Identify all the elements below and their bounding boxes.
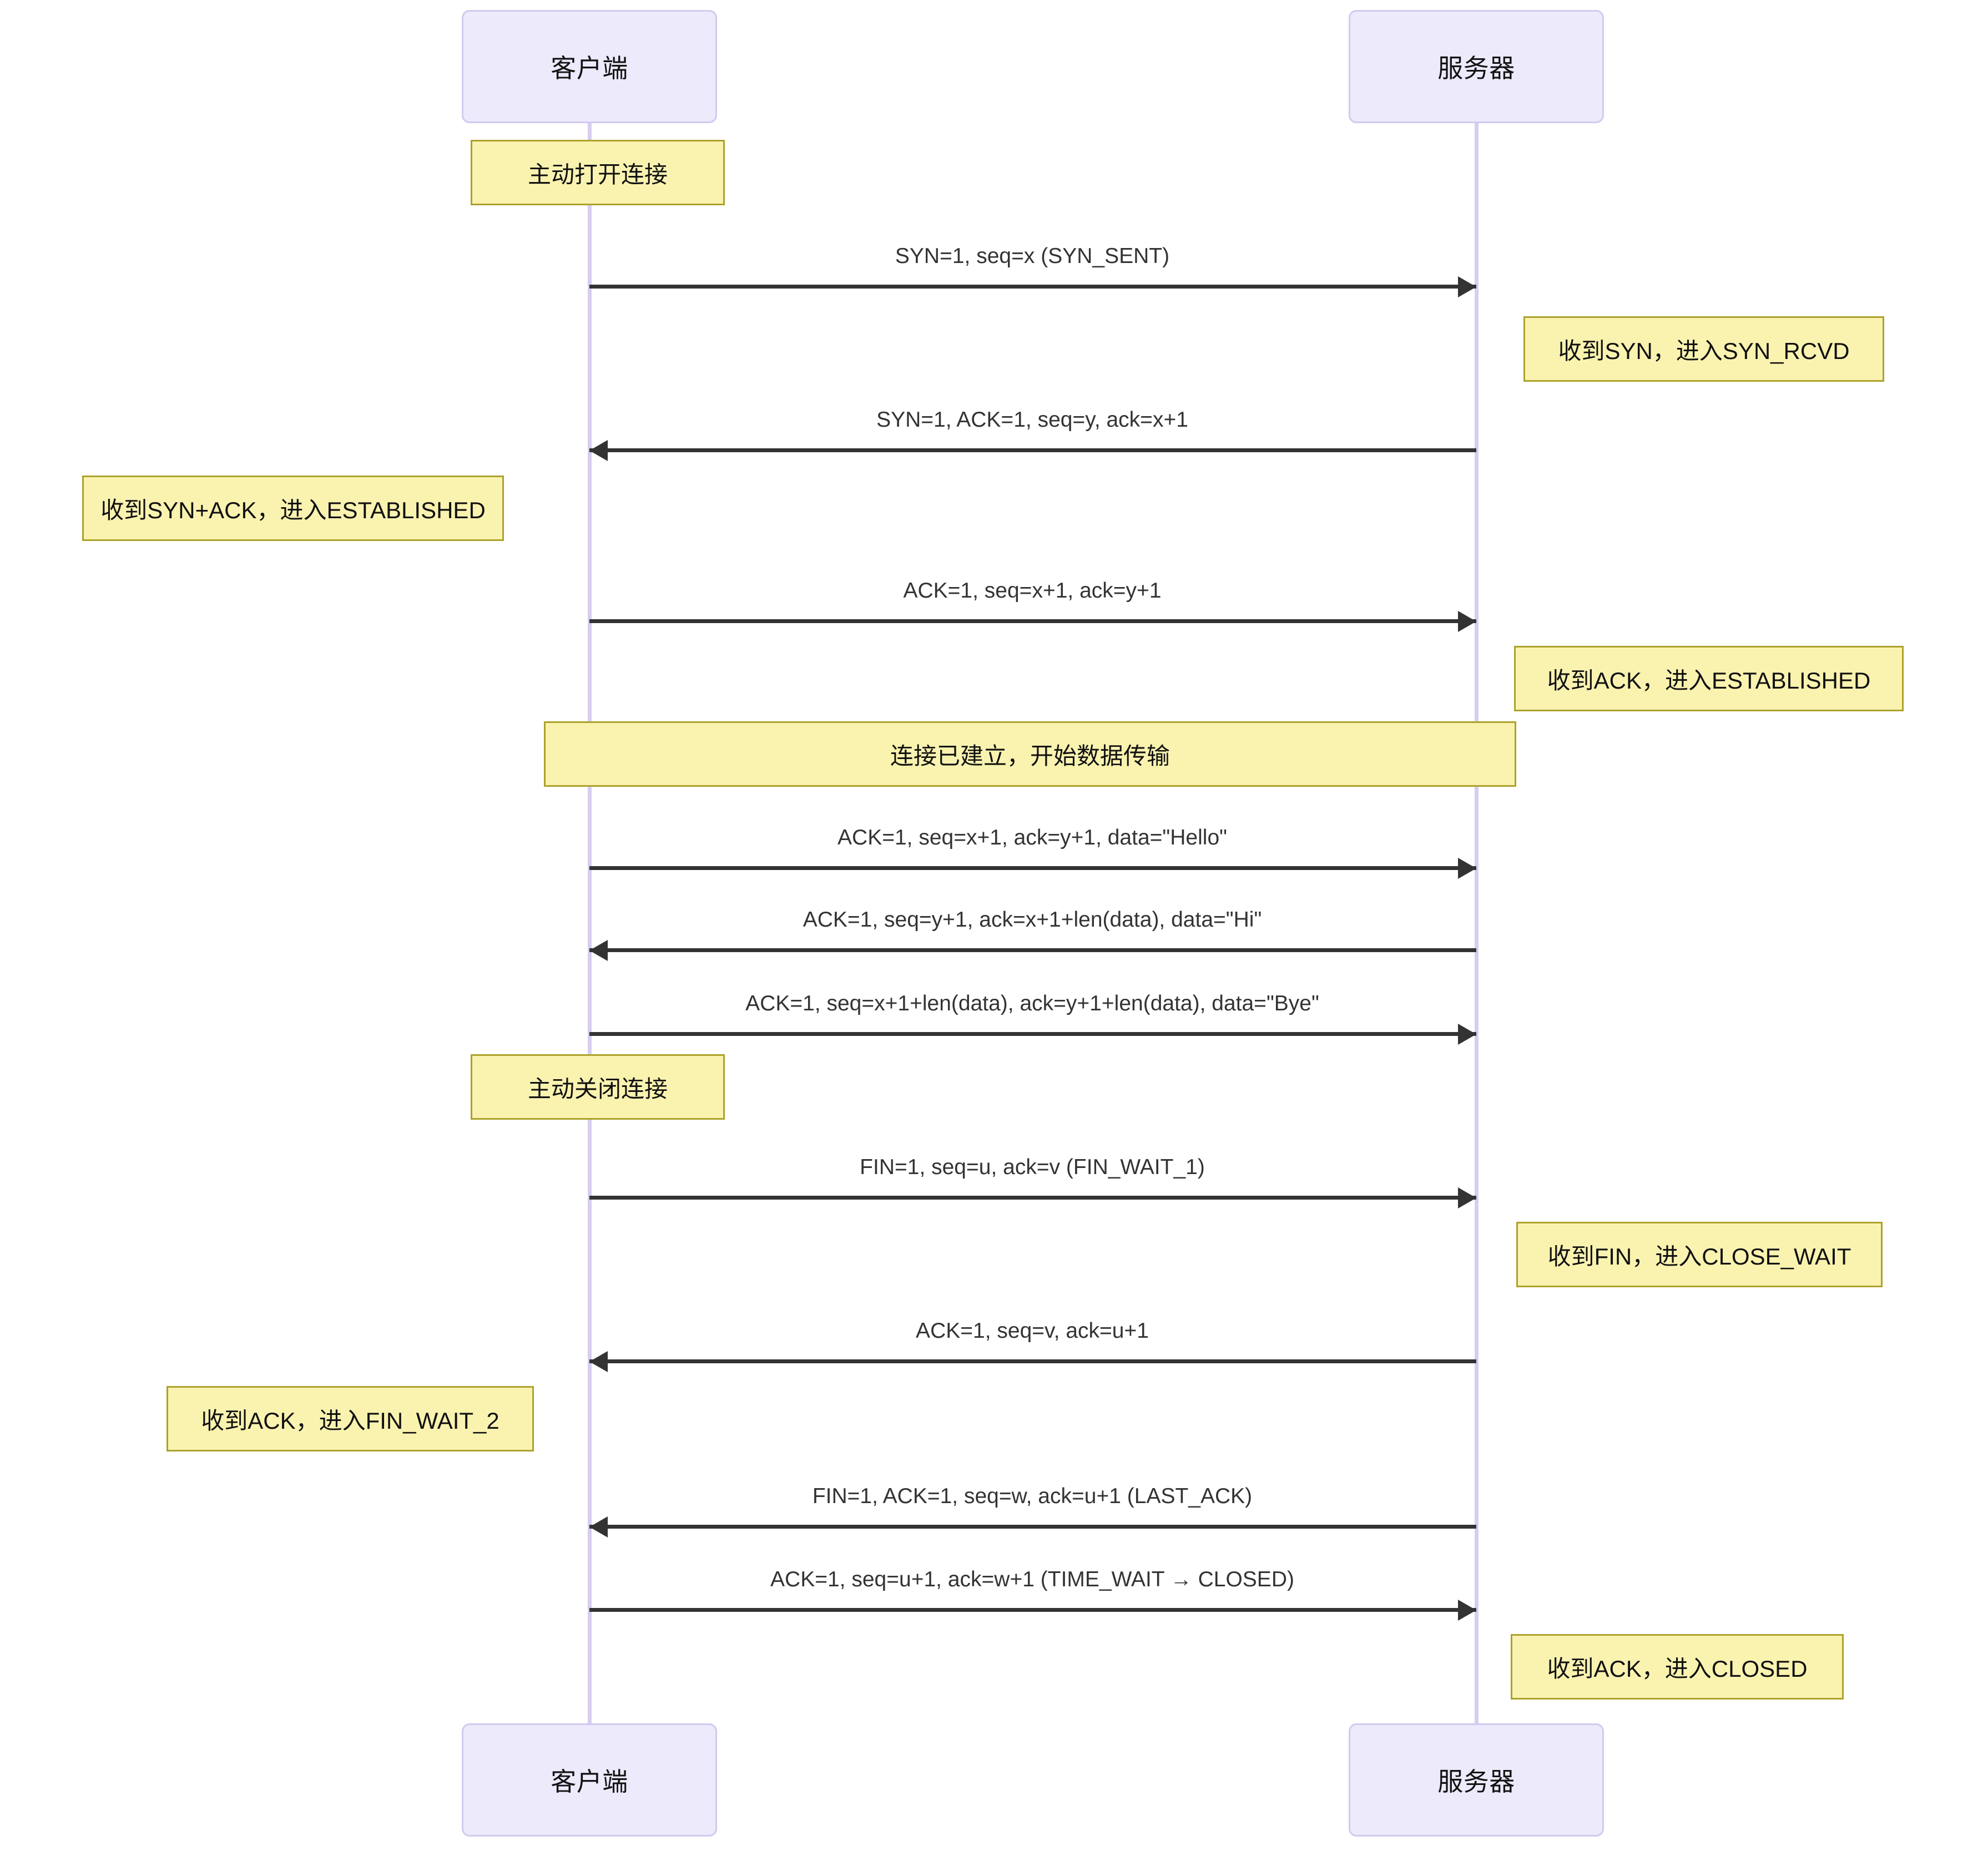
lifeline-client: [587, 123, 592, 1723]
message-label: ACK=1, seq=v, ack=u+1: [916, 1319, 1149, 1343]
note-box[interactable]: 收到FIN，进入CLOSE_WAIT: [1516, 1222, 1883, 1287]
note-label: 主动打开连接: [527, 161, 668, 188]
message-label: ACK=1, seq=y+1, ack=x+1+len(data), data=…: [803, 908, 1262, 932]
message-arrowhead-right-icon: [1458, 610, 1476, 632]
message-arrowhead-left-icon: [589, 939, 608, 961]
note-box[interactable]: 收到ACK，进入FIN_WAIT_2: [166, 1386, 534, 1452]
message-label: ACK=1, seq=x+1+len(data), ack=y+1+len(da…: [745, 992, 1319, 1015]
actor-box-client-top[interactable]: 客户端: [462, 10, 717, 123]
message-line: [589, 619, 1476, 623]
note-label: 收到SYN，进入SYN_RCVD: [1558, 337, 1850, 364]
note-box[interactable]: 收到ACK，进入ESTABLISHED: [1514, 646, 1904, 711]
note-label: 连接已建立，开始数据传输: [890, 742, 1170, 769]
actor-label-server-bottom: 服务器: [1437, 1767, 1515, 1796]
message-line: [589, 866, 1476, 870]
message-label: FIN=1, seq=u, ack=v (FIN_WAIT_1): [860, 1155, 1205, 1179]
note-label: 主动关闭连接: [527, 1075, 668, 1102]
actor-box-client-bottom[interactable]: 客户端: [462, 1723, 717, 1837]
note-label: 收到ACK，进入ESTABLISHED: [1547, 667, 1871, 694]
message-line: [589, 448, 1476, 452]
message-label: SYN=1, seq=x (SYN_SENT): [895, 244, 1170, 268]
message-arrowhead-left-icon: [589, 439, 608, 461]
message-label: ACK=1, seq=u+1, ack=w+1 (TIME_WAIT → CLO…: [770, 1567, 1294, 1591]
message-line: [589, 948, 1476, 952]
message-line: [589, 285, 1476, 289]
note-label: 收到ACK，进入CLOSED: [1547, 1655, 1808, 1682]
message-label: SYN=1, ACK=1, seq=y, ack=x+1: [876, 408, 1188, 432]
message-label: ACK=1, seq=x+1, ack=y+1, data="Hello": [837, 826, 1227, 849]
note-label: 收到FIN，进入CLOSE_WAIT: [1547, 1243, 1851, 1270]
message-line: [589, 1196, 1476, 1200]
message-label: FIN=1, ACK=1, seq=w, ack=u+1 (LAST_ACK): [812, 1484, 1253, 1508]
actor-label-server-top: 服务器: [1437, 54, 1515, 83]
message-arrowhead-left-icon: [589, 1351, 608, 1372]
message-line: [589, 1359, 1476, 1363]
message-arrowhead-right-icon: [1458, 1187, 1476, 1208]
note-label: 收到ACK，进入FIN_WAIT_2: [201, 1407, 499, 1434]
message-arrowhead-right-icon: [1458, 857, 1476, 879]
actor-label-client-bottom: 客户端: [551, 1767, 628, 1796]
actor-box-server-bottom[interactable]: 服务器: [1349, 1723, 1604, 1837]
note-box[interactable]: 收到SYN+ACK，进入ESTABLISHED: [82, 476, 504, 541]
note-label: 收到SYN+ACK，进入ESTABLISHED: [100, 497, 486, 523]
message-arrowhead-left-icon: [589, 1516, 608, 1538]
lifeline-server: [1474, 123, 1479, 1723]
message-line: [589, 1032, 1476, 1036]
message-line: [589, 1525, 1476, 1529]
note-box[interactable]: 主动打开连接: [471, 140, 725, 205]
note-box[interactable]: 连接已建立，开始数据传输: [544, 721, 1516, 787]
note-box[interactable]: 主动关闭连接: [471, 1054, 725, 1120]
note-box[interactable]: 收到SYN，进入SYN_RCVD: [1523, 316, 1884, 382]
message-arrowhead-right-icon: [1458, 276, 1476, 297]
message-label: ACK=1, seq=x+1, ack=y+1: [903, 579, 1162, 603]
message-arrowhead-right-icon: [1458, 1599, 1476, 1621]
message-line: [589, 1608, 1476, 1612]
note-box[interactable]: 收到ACK，进入CLOSED: [1511, 1634, 1844, 1700]
message-arrowhead-right-icon: [1458, 1023, 1476, 1045]
actor-label-client-top: 客户端: [551, 54, 628, 83]
actor-box-server-top[interactable]: 服务器: [1349, 10, 1604, 123]
